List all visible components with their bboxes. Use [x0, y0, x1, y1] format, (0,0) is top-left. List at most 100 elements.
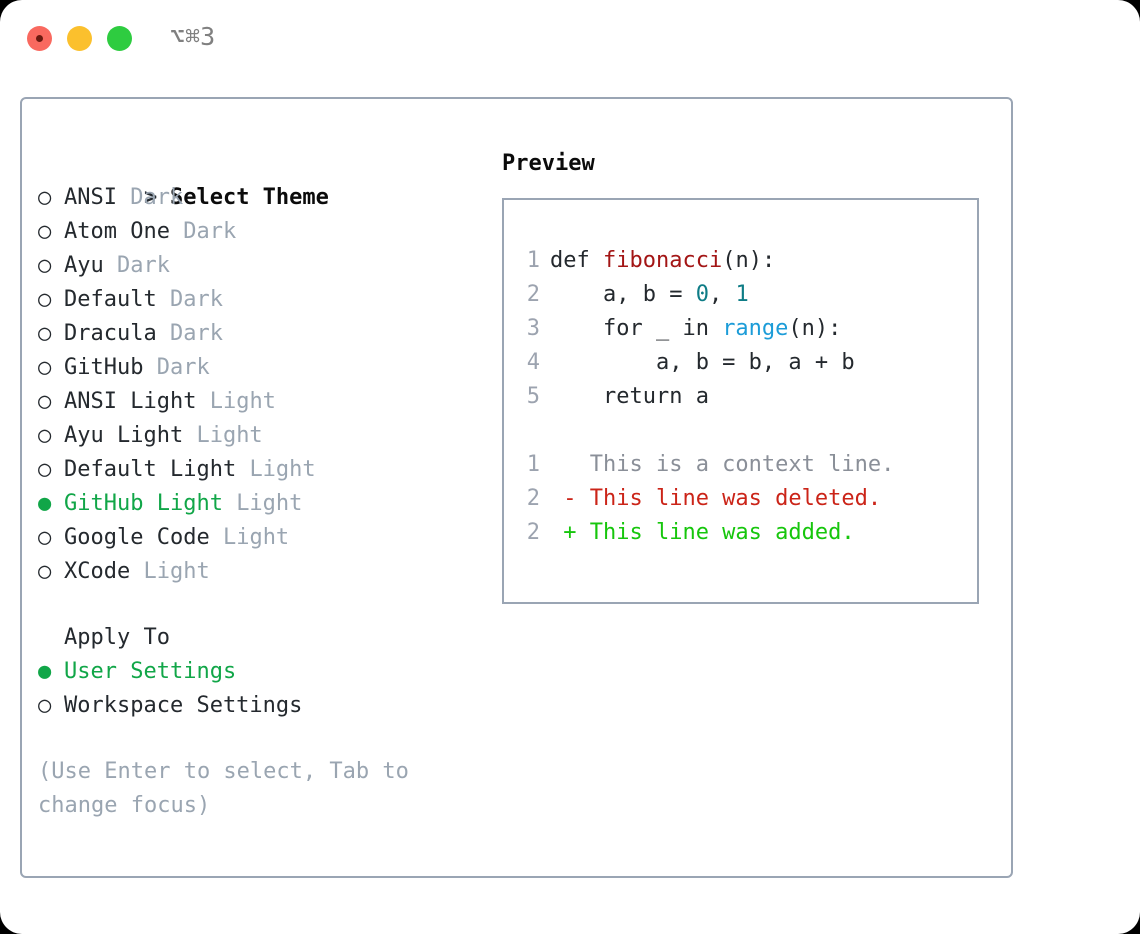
theme-variant-tag: Dark — [130, 185, 184, 210]
theme-variant-tag: Dark — [169, 287, 223, 312]
apply-to-list: ● User Settings ○ Workspace Settings — [38, 655, 478, 723]
diff-text: - This line was deleted. — [550, 486, 882, 511]
diff-text: This is a context line. — [550, 452, 895, 477]
keyboard-hint-text: (Use Enter to select, Tab to change focu… — [38, 759, 423, 818]
radio-selected-icon[interactable]: ● — [38, 659, 52, 684]
radio-unselected-icon[interactable]: ○ — [38, 423, 52, 448]
code-line: 3 for _ in range(n): — [518, 312, 977, 346]
theme-variant-tag: Dark — [156, 355, 210, 380]
apply-to-label: Workspace Settings — [64, 693, 303, 718]
theme-variant-tag: Dark — [169, 321, 223, 346]
code-token: 1 — [735, 282, 749, 307]
line-number: 2 — [526, 520, 540, 545]
radio-unselected-icon[interactable]: ○ — [38, 457, 52, 482]
select-theme-header-label: Select Theme — [169, 185, 329, 210]
keyboard-shortcut-label: ⌥⌘3 — [170, 22, 216, 51]
apply-to-label: User Settings — [64, 659, 237, 684]
preview-header: Preview — [502, 151, 595, 176]
code-token: for _ in — [550, 316, 723, 341]
theme-list-item[interactable]: ○ ANSI Light Light — [38, 385, 478, 419]
code-line: 2 a, b = 0, 1 — [518, 278, 977, 312]
code-token: return a — [550, 384, 709, 409]
line-number: 2 — [526, 486, 540, 511]
radio-unselected-icon[interactable]: ○ — [38, 355, 52, 380]
radio-unselected-icon[interactable]: ○ — [38, 219, 52, 244]
radio-unselected-icon[interactable]: ○ — [38, 185, 52, 210]
theme-list-item[interactable]: ○ ANSI Dark — [38, 181, 478, 215]
dialog-card: >Select Theme ○ANSI Dark○Atom One Dark○A… — [20, 97, 1013, 878]
theme-variant-tag: Light — [222, 525, 290, 550]
select-theme-header: > Select Theme — [38, 147, 478, 210]
theme-list-item[interactable]: ○ Ayu Dark — [38, 249, 478, 283]
code-token: (n): — [788, 316, 842, 341]
apply-to-item[interactable]: ○ Workspace Settings — [38, 689, 478, 723]
radio-unselected-icon[interactable]: ○ — [38, 389, 52, 414]
code-token: 0 — [695, 282, 709, 307]
apply-to-item[interactable]: ● User Settings — [38, 655, 478, 689]
theme-name: ANSI — [64, 185, 131, 210]
code-token: , — [708, 282, 736, 307]
line-number: 3 — [526, 316, 540, 341]
theme-variant-tag: Light — [196, 423, 263, 448]
diff-sample: 1 This is a context line.2 - This line w… — [518, 448, 977, 550]
radio-selected-icon[interactable]: ● — [38, 491, 52, 516]
theme-list-item[interactable]: ● GitHub Light Light — [38, 487, 478, 521]
diff-line: 2 - This line was deleted. — [518, 482, 977, 516]
theme-selection-pane: >Select Theme ○ANSI Dark○Atom One Dark○A… — [38, 147, 478, 823]
theme-variant-tag: Light — [209, 389, 276, 414]
theme-name: GitHub — [64, 355, 157, 380]
apply-to-header: Apply To — [64, 625, 170, 650]
maximize-button[interactable] — [107, 26, 132, 51]
theme-name: ANSI Light — [64, 389, 210, 414]
theme-list: ○ ANSI Dark ○ Atom One Dark ○ Ayu Dark ○ Defaul… — [38, 181, 478, 589]
diff-line: 2 + This line was added. — [518, 516, 977, 550]
theme-list-item[interactable]: ○ Default Dark — [38, 283, 478, 317]
theme-list-item[interactable]: ○ Google Code Light — [38, 521, 478, 555]
theme-variant-tag: Light — [249, 457, 316, 482]
code-line: 4 a, b = b, a + b — [518, 346, 977, 380]
theme-name: Dracula — [64, 321, 170, 346]
radio-unselected-icon[interactable]: ○ — [38, 253, 52, 278]
theme-list-item[interactable]: ○XCode Light — [38, 555, 478, 589]
theme-name: Ayu Light — [64, 423, 197, 448]
radio-unselected-icon[interactable]: ○ — [38, 287, 52, 312]
header-prefix-caret: > — [143, 185, 158, 210]
theme-list-item[interactable]: ○ Default Light Light — [38, 453, 478, 487]
code-token: a, b = — [550, 282, 696, 307]
code-line: 5 return a — [518, 380, 977, 414]
diff-line: 1 This is a context line. — [518, 448, 977, 482]
line-number: 4 — [526, 350, 540, 375]
radio-unselected-icon[interactable]: ○ — [38, 525, 52, 550]
theme-variant-tag: Dark — [183, 219, 237, 244]
theme-name: GitHub Light — [64, 491, 237, 516]
code-token: def — [550, 248, 603, 273]
theme-list-item[interactable]: ○ Dracula Dark — [38, 317, 478, 351]
theme-variant-tag: Light — [236, 491, 303, 516]
theme-name: Default Light — [64, 457, 250, 482]
theme-list-item[interactable]: ○ Atom One Dark — [38, 215, 478, 249]
close-button[interactable] — [27, 26, 52, 51]
code-token: range — [722, 316, 789, 341]
radio-unselected-icon[interactable]: ○ — [38, 321, 52, 346]
radio-unselected-icon[interactable]: ○ — [38, 559, 52, 584]
line-number: 1 — [526, 248, 540, 273]
theme-name: Default — [64, 287, 170, 312]
theme-name: Ayu — [64, 253, 117, 278]
theme-name: Google Code — [64, 525, 223, 550]
theme-list-item[interactable]: ○ GitHub Dark — [38, 351, 478, 385]
diff-text: + This line was added. — [550, 520, 855, 545]
line-number: 5 — [526, 384, 540, 409]
code-spacer — [518, 414, 977, 448]
apply-to-section: Apply To ● User Settings ○ Workspace Settin… — [38, 621, 478, 723]
theme-name: Atom One — [64, 219, 184, 244]
line-number: 1 — [526, 452, 540, 477]
minimize-button[interactable] — [67, 26, 92, 51]
line-number: 2 — [526, 282, 540, 307]
theme-list-item[interactable]: ○ Ayu Light Light — [38, 419, 478, 453]
theme-variant-tag: Dark — [116, 253, 170, 278]
radio-unselected-icon[interactable]: ○ — [38, 693, 52, 718]
